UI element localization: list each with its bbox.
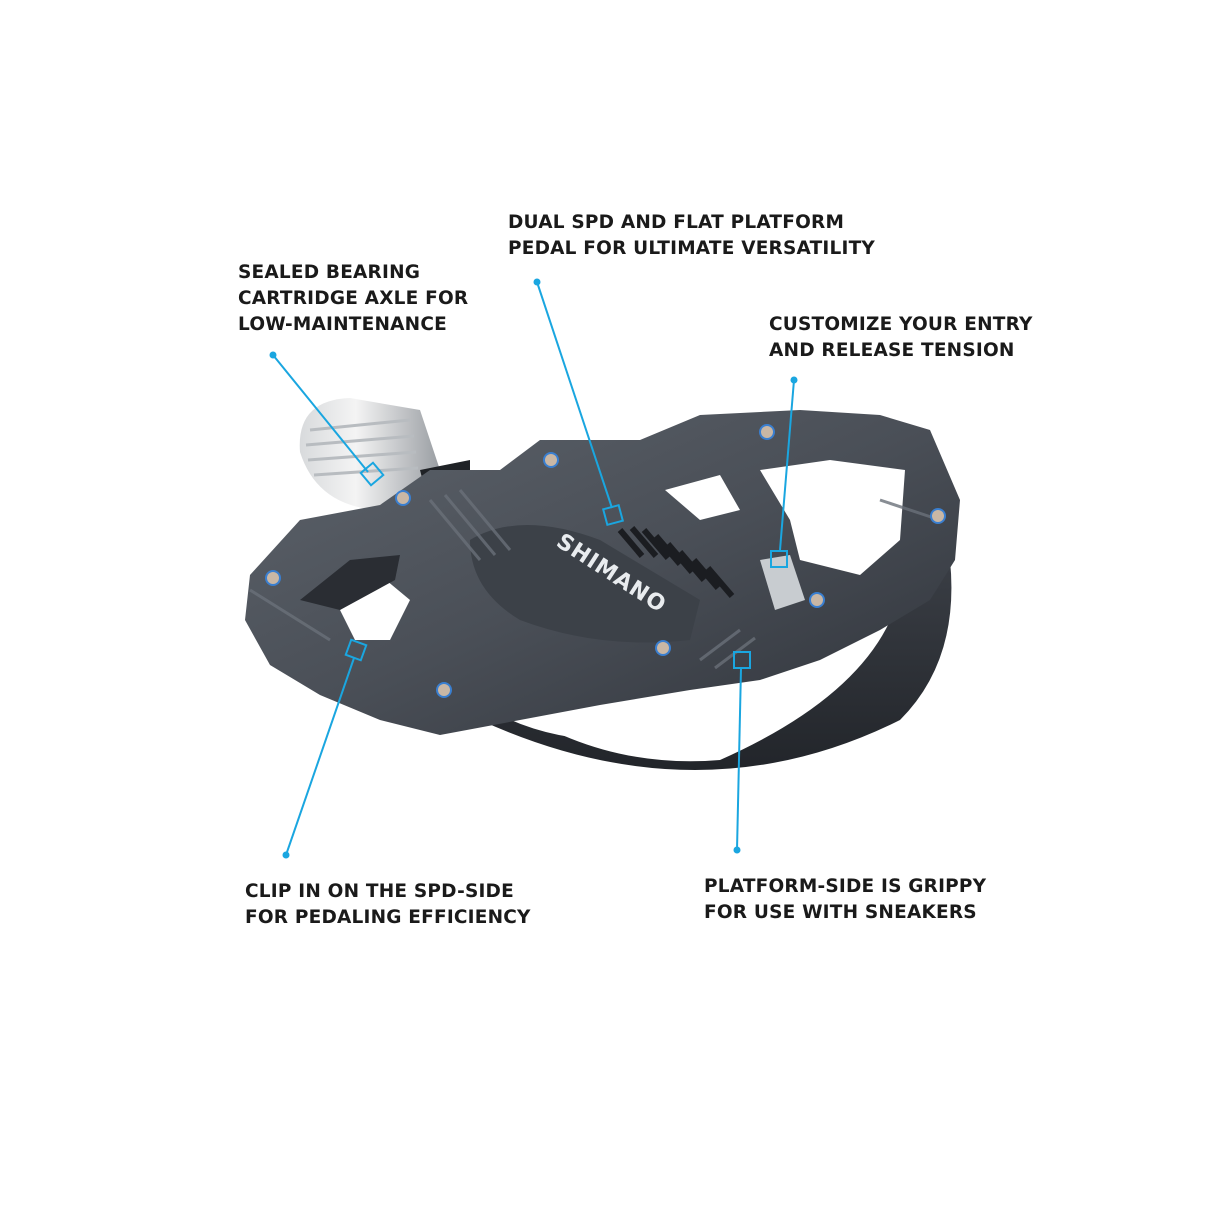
callout-leader-lines	[272, 281, 795, 856]
callout-line: AND RELEASE TENSION	[769, 340, 1015, 361]
callout-platform-side: PLATFORM-SIDE IS GRIPPY FOR USE WITH SNE…	[704, 874, 986, 926]
pedal-underside-icon	[480, 560, 952, 770]
callout-line: PEDAL FOR ULTIMATE VERSATILITY	[508, 238, 875, 259]
callout-line: CUSTOMIZE YOUR ENTRY	[769, 314, 1033, 335]
callout-line: DUAL SPD AND FLAT PLATFORM	[508, 212, 845, 233]
callout-line: LOW-MAINTENANCE	[238, 314, 447, 335]
callout-spd-side: CLIP IN ON THE SPD-SIDE FOR PEDALING EFF…	[245, 879, 531, 931]
callout-tension: CUSTOMIZE YOUR ENTRY AND RELEASE TENSION	[769, 312, 1033, 364]
callout-line: CARTRIDGE AXLE FOR	[238, 288, 469, 309]
callout-dual-spd: DUAL SPD AND FLAT PLATFORM PEDAL FOR ULT…	[508, 210, 875, 262]
callout-line: FOR USE WITH SNEAKERS	[704, 902, 977, 923]
spring-icon	[617, 526, 735, 598]
callout-sealed-bearing: SEALED BEARING CARTRIDGE AXLE FOR LOW-MA…	[238, 260, 468, 338]
callout-line: PLATFORM-SIDE IS GRIPPY	[704, 876, 987, 897]
callout-line: CLIP IN ON THE SPD-SIDE	[245, 881, 514, 902]
pin-icons	[265, 424, 946, 698]
callout-line: SEALED BEARING	[238, 262, 421, 283]
callout-line: FOR PEDALING EFFICIENCY	[245, 907, 531, 928]
